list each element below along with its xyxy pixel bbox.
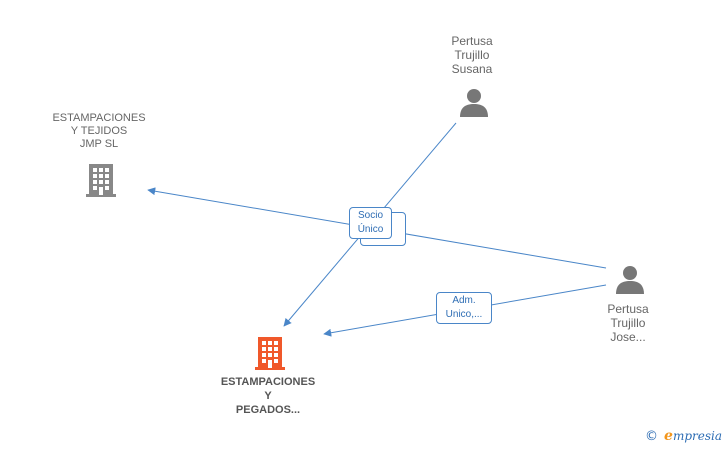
edge-label-socio[interactable]: Socio Único <box>349 207 392 239</box>
edge-label-adm[interactable]: Adm. Unico,... <box>436 292 492 324</box>
person-jose-label[interactable]: Pertusa Trujillo Jose... <box>607 302 649 344</box>
brand-e: e <box>664 428 673 444</box>
company-main-label[interactable]: ESTAMPACIONES Y PEGADOS... <box>220 376 316 416</box>
person-icon[interactable] <box>458 87 490 119</box>
building-icon[interactable] <box>85 162 117 198</box>
copyright-icon: © <box>645 428 659 444</box>
company-top-left-label[interactable]: ESTAMPACIONES Y TEJIDOS JMP SL <box>52 112 146 150</box>
person-susana-label[interactable]: Pertusa Trujillo Susana <box>451 34 493 76</box>
person-icon[interactable] <box>614 264 646 296</box>
building-icon[interactable] <box>254 335 286 371</box>
brand-name: mpresia <box>672 429 722 443</box>
